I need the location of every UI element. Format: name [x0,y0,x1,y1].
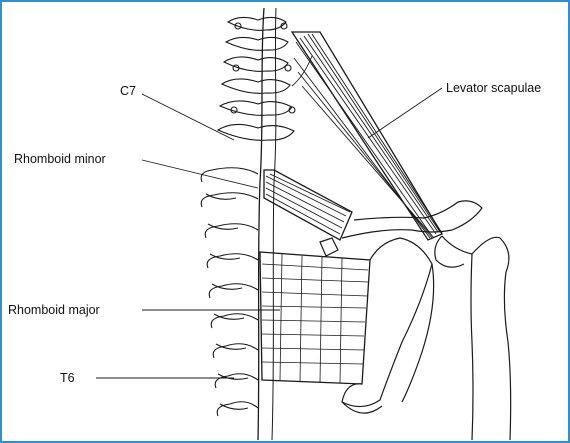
scapula-and-shoulder [320,201,511,440]
leader-rhomboid-minor [142,160,258,188]
leader-levator-scapulae [368,88,442,138]
vertebral-column [201,8,295,440]
vertebrae-thoracic [201,168,258,416]
label-t6: T6 [60,371,75,385]
rhomboid-minor-muscle [264,170,352,240]
leader-c7 [142,94,234,140]
label-rhomboid-major: Rhomboid major [8,303,100,317]
label-levator-scapulae: Levator scapulae [446,81,541,95]
levator-scapulae-muscle [292,32,442,240]
rhomboid-major-muscle [260,252,370,384]
label-c7: C7 [120,84,136,98]
label-rhomboid-minor: Rhomboid minor [14,152,106,166]
vertebrae-cervical [218,17,295,140]
